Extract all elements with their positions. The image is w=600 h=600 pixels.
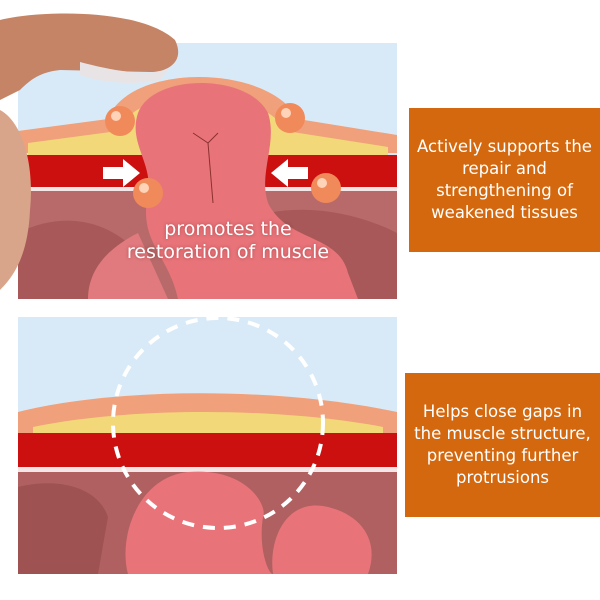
hernia-bulge-diagram [18, 77, 397, 299]
caption-box-repair: Actively supports the repair and strengt… [409, 108, 600, 252]
overlay-line-1: promotes the [164, 218, 292, 240]
finger-image [0, 13, 179, 290]
overlay-caption: promotes the restoration of muscle [78, 218, 378, 264]
caption-text-repair: Actively supports the repair and strengt… [417, 137, 592, 222]
caption-box-close-gaps: Helps close gaps in the muscle structure… [405, 373, 600, 517]
hernia-illustration-top: promotes the restoration of muscle [18, 43, 397, 299]
overlay-line-2: restoration of muscle [126, 241, 330, 263]
caption-text-close-gaps: Helps close gaps in the muscle structure… [414, 402, 591, 487]
healed-abdominal-wall-diagram [18, 317, 397, 574]
hernia-illustration-bottom [18, 317, 397, 574]
